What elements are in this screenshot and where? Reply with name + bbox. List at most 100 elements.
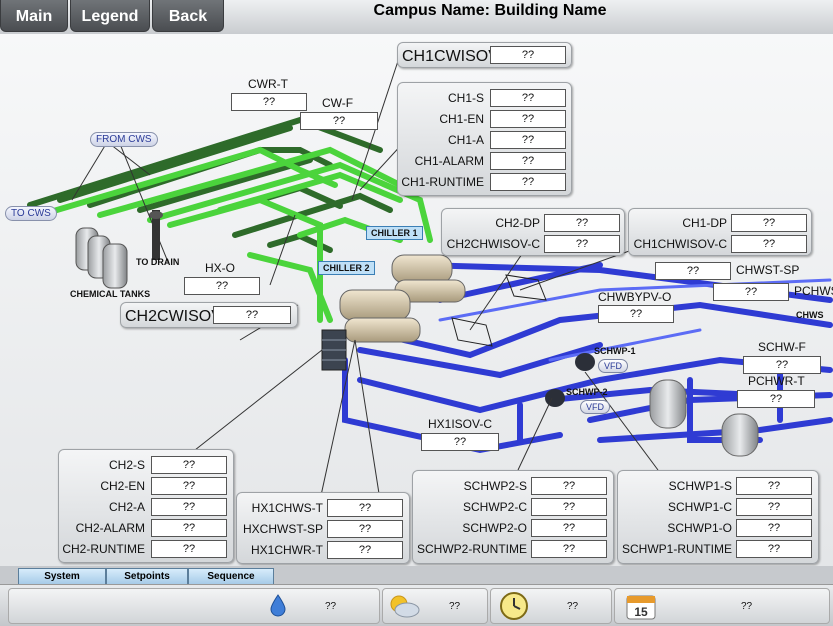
ch1-runtime-value[interactable]: ?? (490, 173, 566, 191)
hx1chws-t-value[interactable]: ?? (327, 499, 403, 517)
ch2-a-value[interactable]: ?? (151, 498, 227, 516)
pchws-value[interactable]: ?? (713, 283, 789, 301)
ch2chwisov-c-label: CH2CHWISOV-C (446, 237, 540, 251)
ch2-s-value[interactable]: ?? (151, 456, 227, 474)
schwp1-c-row: SCHWP1-C ?? (618, 498, 818, 516)
schwp1-c-value[interactable]: ?? (736, 498, 812, 516)
ch1-runtime-label: CH1-RUNTIME (401, 175, 484, 189)
ch2-alarm-label: CH2-ALARM (75, 521, 145, 535)
ch1-dp-value[interactable]: ?? (731, 214, 807, 232)
legend-nav-button[interactable]: Legend (70, 0, 150, 32)
hx1chwr-t-value[interactable]: ?? (327, 541, 403, 559)
schwp2-runtime-value[interactable]: ?? (531, 540, 607, 558)
tab-system[interactable]: System (18, 568, 106, 585)
ch2-en-value[interactable]: ?? (151, 477, 227, 495)
back-nav-button[interactable]: Back (152, 0, 224, 32)
chwst-sp-value[interactable]: ?? (655, 262, 731, 280)
cwr-t-label: CWR-T (248, 77, 288, 91)
schwp2-c-label: SCHWP2-C (462, 500, 527, 514)
schwp-1-vfd-button[interactable]: VFD (598, 359, 628, 373)
schwp1-s-label: SCHWP1-S (668, 479, 732, 493)
ch1-en-value[interactable]: ?? (490, 110, 566, 128)
ch1-en-label: CH1-EN (439, 112, 484, 126)
schwp2-o-value[interactable]: ?? (531, 519, 607, 537)
weather-icon (390, 595, 420, 618)
ch1-a-value[interactable]: ?? (490, 131, 566, 149)
schwp-2-vfd-button[interactable]: VFD (580, 400, 610, 414)
schw-f-value[interactable]: ?? (743, 356, 821, 374)
schwp-2-label: SCHWP-2 (566, 387, 608, 397)
ch1-a-row: CH1-A ?? (398, 131, 571, 149)
pchwr-t-value[interactable]: ?? (737, 390, 815, 408)
hxchwst-sp-row: HXCHWST-SP ?? (237, 520, 409, 538)
chwbypv-o-label: CHWBYPV-O (598, 290, 672, 304)
ch1cwisov-c-value[interactable]: ?? (490, 46, 566, 64)
ch1cwisov-panel: CH1CWISOV-C ?? (397, 42, 572, 68)
tab-setpoints[interactable]: Setpoints (106, 568, 188, 585)
ch1-s-value[interactable]: ?? (490, 89, 566, 107)
hxchwst-sp-value[interactable]: ?? (327, 520, 403, 538)
pchws-label: PCHWS (794, 284, 833, 298)
schwp1-o-value[interactable]: ?? (736, 519, 812, 537)
cw-f-value[interactable]: ?? (300, 112, 378, 130)
ch1-dp-label: CH1-DP (682, 216, 727, 230)
ch1-status-panel: CH1-S ?? CH1-EN ?? CH1-A ?? CH1-ALARM ??… (397, 82, 572, 196)
from-cws-tag[interactable]: FROM CWS (90, 132, 158, 147)
ch1-dp-panel: CH1-DP ?? CH1CHWISOV-C ?? (628, 208, 812, 256)
schwp1-runtime-row: SCHWP1-RUNTIME ?? (618, 540, 818, 558)
schwp1-runtime-value[interactable]: ?? (736, 540, 812, 558)
ch1-dp-row: CH1-DP ?? (629, 214, 811, 232)
ch2-dp-panel: CH2-DP ?? CH2CHWISOV-C ?? (441, 208, 625, 256)
status-weather-segment: ?? (382, 588, 488, 624)
ch2-en-label: CH2-EN (100, 479, 145, 493)
ch1cwisov-c-label: CH1CWISOV-C (402, 48, 515, 65)
ch1chwisov-c-label: CH1CHWISOV-C (633, 237, 727, 251)
ch2-a-row: CH2-A ?? (59, 498, 233, 516)
schwp2-s-value[interactable]: ?? (531, 477, 607, 495)
hx1-panel: HX1CHWS-T ?? HXCHWST-SP ?? HX1CHWR-T ?? (236, 492, 410, 564)
ch2-en-row: CH2-EN ?? (59, 477, 233, 495)
time-value: ?? (567, 601, 579, 612)
ch2chwisov-c-value[interactable]: ?? (544, 235, 620, 253)
hx-o-label: HX-O (205, 261, 235, 275)
ch2-alarm-value[interactable]: ?? (151, 519, 227, 537)
ch1-alarm-value[interactable]: ?? (490, 152, 566, 170)
chiller-2-label[interactable]: CHILLER 2 (318, 261, 375, 275)
weather-value: ?? (449, 601, 461, 612)
plant-diagram: FROM CWS TO CWS TO DRAIN CHEMICAL TANKS … (0, 34, 833, 566)
ch2-runtime-value[interactable]: ?? (151, 540, 227, 558)
ch1-alarm-row: CH1-ALARM ?? (398, 152, 571, 170)
ch2chwisov-row: CH2CHWISOV-C ?? (442, 235, 624, 253)
status-date-segment: 15 ?? (614, 588, 830, 624)
main-nav-button[interactable]: Main (0, 0, 68, 32)
chwst-sp-label: CHWST-SP (736, 263, 800, 277)
hx1chwr-t-label: HX1CHWR-T (251, 543, 323, 557)
schwp2-panel: SCHWP2-S ?? SCHWP2-C ?? SCHWP2-O ?? SCHW… (412, 470, 614, 564)
chemical-tanks-graphic (75, 210, 163, 289)
pchwr-t-label: PCHWR-T (748, 374, 805, 388)
hx1isov-c-value[interactable]: ?? (421, 433, 499, 451)
tab-sequence[interactable]: Sequence (188, 568, 274, 585)
hx-o-value[interactable]: ?? (184, 277, 260, 295)
ch2cwisov-c-value[interactable]: ?? (213, 306, 291, 324)
top-bar: Main Legend Back Campus Name: Building N… (0, 0, 833, 35)
schwp1-o-row: SCHWP1-O ?? (618, 519, 818, 537)
ch2-dp-value[interactable]: ?? (544, 214, 620, 232)
chiller-1-label[interactable]: CHILLER 1 (366, 226, 423, 240)
to-cws-tag[interactable]: TO CWS (5, 206, 57, 221)
chiller-1-graphic (391, 254, 466, 303)
schwp2-o-row: SCHWP2-O ?? (413, 519, 613, 537)
schwp1-s-value[interactable]: ?? (736, 477, 812, 495)
ch2-s-label: CH2-S (108, 458, 145, 472)
ch2-a-label: CH2-A (108, 500, 145, 514)
schwp2-o-label: SCHWP2-O (462, 521, 527, 535)
schwp2-c-value[interactable]: ?? (531, 498, 607, 516)
ch2-runtime-row: CH2-RUNTIME ?? (59, 540, 233, 558)
chiller-2-graphic (339, 289, 421, 343)
chwbypv-o-value[interactable]: ?? (598, 305, 674, 323)
ch2-status-panel: CH2-S ?? CH2-EN ?? CH2-A ?? CH2-ALARM ??… (58, 449, 234, 563)
cwr-t-value[interactable]: ?? (231, 93, 307, 111)
hx1isov-c-label: HX1ISOV-C (428, 417, 493, 431)
calendar-icon: 15 (626, 595, 656, 620)
ch1chwisov-c-value[interactable]: ?? (731, 235, 807, 253)
